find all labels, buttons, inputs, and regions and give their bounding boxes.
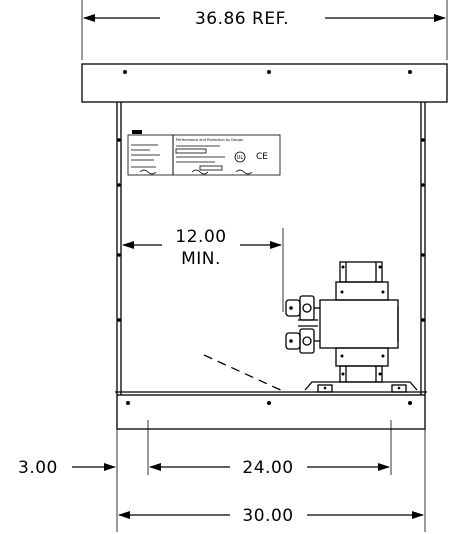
clearance-unit: MIN.	[181, 249, 221, 269]
terminal-top	[285, 299, 301, 317]
nameplate: Performance and Protection by Design UL …	[127, 130, 281, 176]
airflow-dashed-line	[203, 354, 286, 393]
transformer	[285, 261, 418, 393]
mount-spacing-dimension: 24.00	[149, 458, 390, 478]
offset-dimension: 3.00	[18, 458, 116, 478]
coil-top-band	[335, 281, 389, 301]
coil-bottom-band	[335, 347, 389, 367]
roof-outline	[81, 63, 448, 103]
base-plate	[116, 394, 426, 430]
signature-scribble	[139, 169, 157, 175]
ul-mark-icon	[234, 151, 246, 163]
ce-mark-text: CE	[256, 152, 268, 162]
roof-bolt	[267, 70, 271, 74]
roof-bolt	[123, 70, 127, 74]
signature-scribble	[191, 169, 209, 175]
base-width-dimension: 30.00	[118, 506, 424, 526]
overall-dimension: 36.86 REF.	[81, 0, 448, 60]
roof-bolt	[408, 70, 412, 74]
coil-body	[319, 299, 399, 349]
terminal-bottom	[285, 332, 301, 350]
logo-block	[132, 130, 142, 134]
clearance-value: 12.00	[175, 227, 226, 247]
base-plate-outline	[116, 394, 426, 430]
clearance-dimension: 12.00 MIN.	[122, 227, 284, 312]
nameplate-header: Performance and Protection by Design	[176, 138, 243, 142]
overall-width-label: 36.86 REF.	[195, 9, 289, 29]
offset-value: 3.00	[18, 458, 58, 478]
signature-scribble	[235, 169, 253, 175]
roof-cap	[81, 63, 448, 103]
enclosure-body	[116, 102, 426, 395]
mount-base	[304, 381, 418, 391]
base-width-value: 30.00	[242, 506, 293, 526]
mount-spacing-value: 24.00	[242, 458, 293, 478]
ul-mark-text: UL	[237, 155, 244, 161]
nameplate-right-panel	[172, 134, 281, 176]
